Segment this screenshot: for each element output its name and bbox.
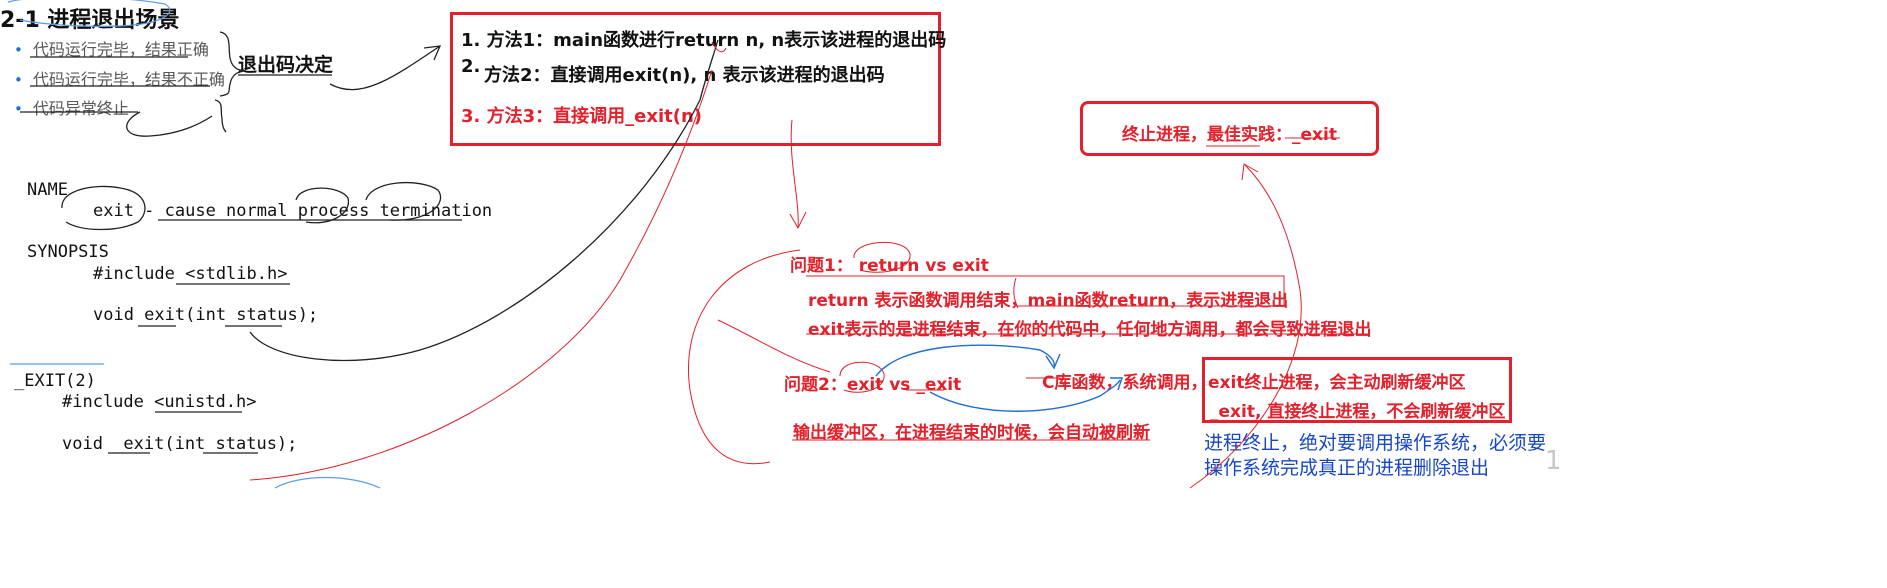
title-circle-icon [7, 0, 171, 27]
exit-compare-line-1: exit终止进程，会主动刷新缓冲区 [1208, 373, 1466, 393]
man2-header: _EXIT(2) [14, 371, 96, 391]
red-circle-exit [839, 361, 885, 393]
circle-process-icon [295, 187, 350, 224]
question-1-title: 问题1： return vs exit [790, 256, 989, 276]
q1-box-1 [806, 275, 1285, 306]
blue-arrow-exit-to-lib [875, 344, 1055, 377]
list-item: • 代码异常终止 [14, 95, 129, 119]
man2-include: #include <unistd.h> [62, 392, 257, 412]
man-include: #include <stdlib.h> [93, 264, 288, 284]
corner-mark: 1 [1545, 446, 1562, 476]
red-arrow-down [790, 119, 799, 229]
exit-compare-box [1202, 357, 1512, 423]
os-note-line-1: 进程终止，绝对要调用操作系统，必须要 [1204, 432, 1547, 454]
q1-bracket-2 [1013, 277, 1019, 309]
brace-label: 退出码决定 [238, 54, 334, 76]
red-mark-n [711, 41, 727, 53]
brace-icon [219, 31, 245, 97]
red-curve-right [1189, 164, 1302, 489]
bullet-dot-icon: • [14, 41, 23, 59]
list-item: • 代码运行完毕，结果不正确 [14, 66, 225, 90]
blue-arrow-head-2 [1110, 377, 1123, 391]
buffer-note: 输出缓冲区，在进程结束的时候，会自动被刷新 [793, 423, 1150, 443]
question-1-line-2: exit表示的是进程结束，在你的代码中，任何地方调用，都会导致进程退出 [808, 320, 1372, 340]
bullet-text: 代码运行完毕，结果不正确 [32, 70, 225, 89]
circle-termination-icon [365, 181, 442, 221]
red-curve-long [249, 69, 713, 481]
best-practice-box [1080, 101, 1379, 156]
list-item: • 代码运行完毕，结果正确 [14, 36, 209, 60]
arrow-to-methods [329, 45, 441, 91]
man-synopsis-header: SYNOPSIS [27, 242, 109, 262]
man2-prototype: void _exit(int status); [62, 434, 298, 454]
best-practice-text: 终止进程，最佳实践：_exit [1122, 125, 1337, 145]
red-circle-return [853, 241, 911, 273]
blue-arrow-head-1 [1045, 353, 1061, 370]
circle-exit-icon [61, 185, 146, 231]
man-prototype: void exit(int status); [93, 305, 319, 325]
loop-arrow [126, 111, 213, 137]
red-arrow-up-head [1241, 163, 1259, 181]
blue-arc-bottom [274, 476, 381, 489]
method-2: 方法2：直接调用exit(n), n 表示该进程的退出码 [484, 65, 885, 86]
man-name-header: NAME [27, 180, 68, 200]
blue-arrow-exit2-to-sys [929, 379, 1121, 412]
bullet-dot-icon: • [14, 100, 23, 118]
arrow-to-methods-head [423, 45, 442, 61]
man-name-line: exit - cause normal process termination [93, 201, 493, 221]
methods-box [450, 12, 941, 146]
method-1: 1. 方法1：main函数进行return n, n表示该进程的退出码 [461, 30, 947, 51]
small-brace-icon [214, 99, 227, 133]
method-2-number: 2. [461, 56, 481, 77]
os-note-line-2: 操作系统完成真正的进程删除退出 [1204, 457, 1490, 479]
red-bracket-left-2 [717, 319, 831, 373]
page-title: 2-1 进程退出场景 [0, 8, 180, 33]
red-arrow-down-head [789, 211, 807, 230]
method-3: 3. 方法3：直接调用_exit(n) [461, 106, 703, 127]
bullet-text: 代码异常终止 [32, 99, 129, 118]
curve-to-methods [249, 39, 719, 362]
bullet-dot-icon: • [14, 71, 23, 89]
question-2-lib-call: C库函数，系统调用， [1042, 373, 1208, 393]
exit-compare-line-2: _exit, 直接终止进程，不会刷新缓冲区 [1210, 402, 1506, 422]
red-small-mark [1026, 377, 1065, 387]
bullet-text: 代码运行完毕，结果正确 [32, 40, 209, 59]
red-bracket-left [688, 249, 801, 465]
